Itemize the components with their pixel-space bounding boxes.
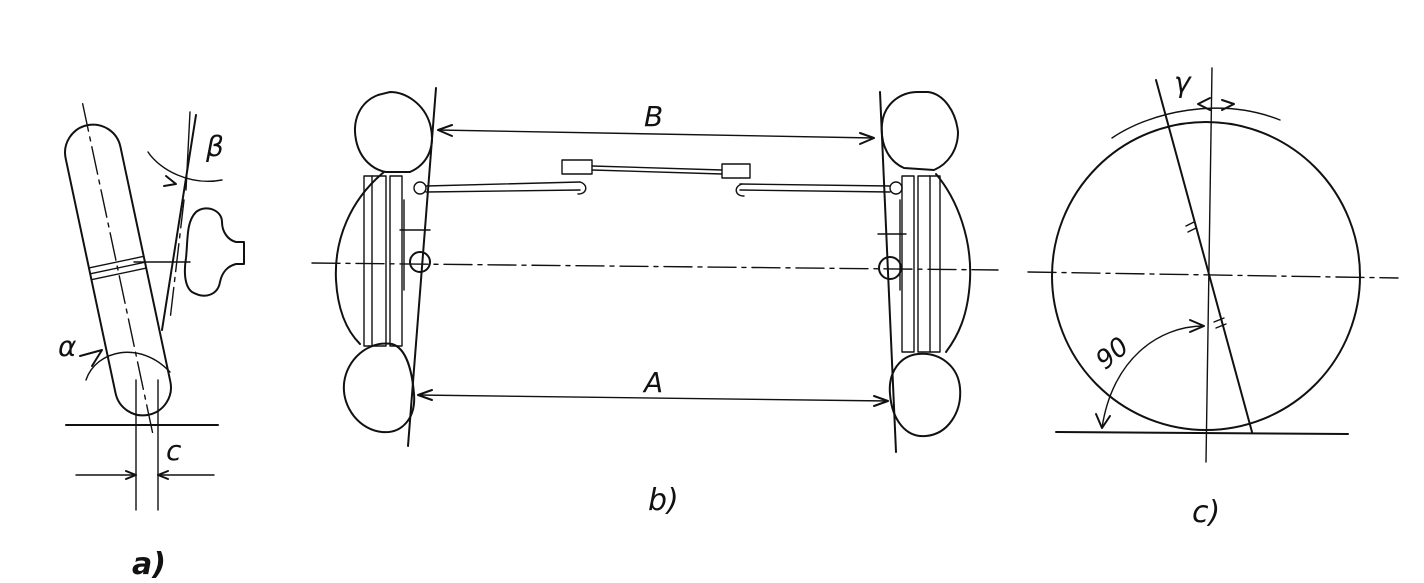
- panel-b-centerline: [311, 262, 999, 271]
- panel-c-gamma-arc: [1111, 107, 1281, 139]
- panel-a-caption: a): [132, 547, 166, 582]
- panel-a-alpha-arc: [85, 351, 171, 381]
- panel-a-alpha-label: α: [58, 330, 77, 363]
- panel-c: γ 90 c): [1027, 66, 1399, 530]
- panel-b-b-label: B: [644, 100, 663, 133]
- panel-b-caption: b): [648, 483, 679, 518]
- panel-b-left-wheel: [334, 91, 433, 434]
- panel-a-hub: [183, 207, 245, 297]
- panel-b: B A b): [311, 87, 999, 518]
- panel-c-caption: c): [1192, 495, 1220, 530]
- panel-a-wheel: [64, 103, 172, 437]
- panel-a-beta-arc: [147, 151, 223, 182]
- panel-c-gamma-label: γ: [1174, 66, 1192, 99]
- panel-a: α β c a): [58, 103, 245, 582]
- panel-b-right-axis: [879, 91, 897, 453]
- panel-c-horizontal-axis: [1027, 271, 1399, 279]
- panel-c-angle-label: 90: [1090, 332, 1135, 376]
- panel-c-vertical-ref: [1205, 67, 1213, 463]
- panel-a-beta-label: β: [205, 130, 224, 163]
- panel-b-dimension-b: [437, 129, 875, 139]
- panel-b-left-axis: [407, 87, 437, 447]
- panel-c-right-angle-arc: [1101, 325, 1205, 429]
- panel-b-dimension-a: [417, 394, 889, 402]
- panel-b-a-label: A: [642, 366, 663, 399]
- panel-a-kingpin-axis: [161, 114, 197, 331]
- panel-b-right-wheel: [877, 91, 972, 438]
- panel-c-kingpin-axis: [1155, 79, 1253, 433]
- panel-b-tie-rod: [425, 159, 891, 197]
- panel-c-ground-line: [1055, 431, 1349, 435]
- panel-a-offset-label: c: [166, 434, 182, 467]
